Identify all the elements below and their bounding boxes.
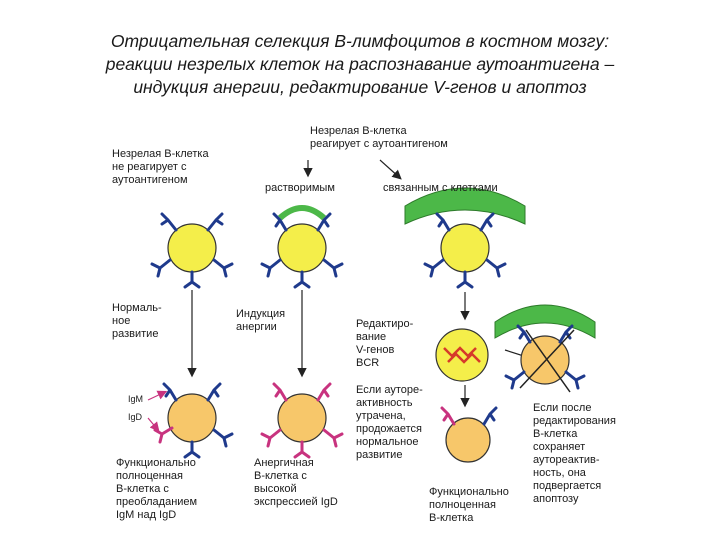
page-title: Отрицательная селекция В-лимфоцитов в ко… [0,30,720,99]
label-if-retained: Если после редактирования В-клетка сохра… [533,402,616,505]
title-line-2: реакции незрелых клеток на распознавание… [105,54,615,74]
label-cell-bound: связанным с клетками [383,182,498,194]
label-immature-nonreactive: Незрелая В-клетка не реагирует с аутоант… [112,148,209,186]
label-functional-igm: Функционально полноценная В-клетка с пре… [116,457,198,521]
label-soluble: растворимым [265,182,335,194]
title-line-3: индукция анергии, редактирование V-генов… [133,77,587,97]
cell-soluble-antigen [260,205,344,289]
label-igm: IgM [128,394,144,404]
label-igd: IgD [128,412,143,422]
dna-icon [443,346,481,364]
label-anergic: Анергичная В-клетка с высокой экспрессие… [254,457,338,508]
title-line-1: Отрицательная селекция В-лимфоцитов в ко… [110,31,610,51]
cross-out-icon [519,329,575,393]
cell-functional-edited [440,406,498,463]
cell-editing [435,328,489,382]
label-editing: Редактиро- вание V-генов BCR [356,318,414,369]
cell-anergic [260,382,344,459]
soluble-antigen-arc [277,205,327,221]
label-anergy-induction: Индукция анергии [236,308,286,333]
membrane-antigen [404,187,526,225]
cell-apoptosis [494,304,596,393]
receptor-icons [150,212,234,289]
label-normal-development: Нормаль- ное развитие [112,302,162,340]
cell-functional-igm [153,382,234,459]
cell-bound-antigen [404,187,526,289]
label-immature-reacts: Незрелая В-клетка реагирует с аутоантиге… [310,125,448,150]
label-if-lost: Если ауторе- активность утрачена, продож… [356,384,423,461]
cell-immature-nonreactive [150,212,234,289]
label-functional-edited: Функционально полноценная В-клетка [429,486,509,524]
